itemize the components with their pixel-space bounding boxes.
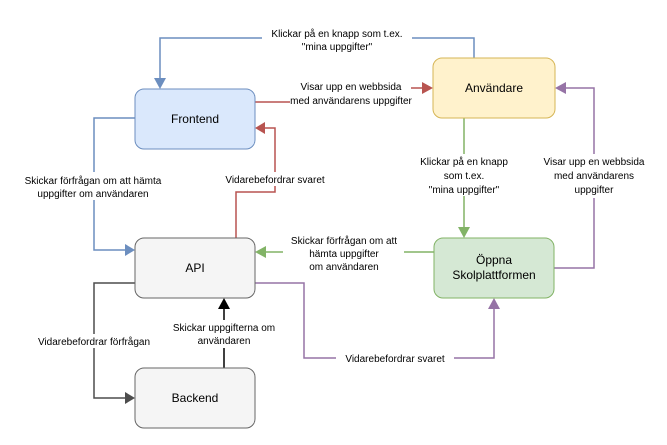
label-line: Skickar förfrågan om att hämta [25,175,162,187]
arrowhead [125,392,135,404]
node-frontend: Frontend [134,88,256,150]
node-box [134,237,256,299]
edge-label-user-to-frontend: Klickar på en knapp som t.ex. "mina uppg… [262,27,412,55]
label-line: "mina uppgifter" [429,185,500,196]
node-anvandare: Användare [432,57,556,119]
label-line: Skickar uppgifterna om [173,323,275,334]
edge-line [235,127,276,238]
edge-label-api-to-frontend: Vidarebefordrar svaret [214,172,336,186]
arrowhead [555,82,566,94]
node-box [432,57,556,119]
edge-label-api-to-backend: Vidarebefordrar förfrågan [24,334,164,348]
node-skolplattformen: Öppna Skolplattformen [433,237,555,299]
label-line: Visar upp en webbsida [544,157,645,168]
label-line: Vidarebefordrar svaret [225,175,325,186]
arrowhead [218,298,230,309]
edge-label-skolplattformen-to-user: Visar upp en webbsida med användarens up… [532,154,656,198]
edge-label-frontend-to-api: Skickar förfrågan om att hämta uppgifter… [18,172,168,200]
label-line: uppgifter [575,185,615,196]
label-line: Visar upp en webbsida [301,82,402,93]
edge-label-api-to-skolplattformen: Vidarebefordrar svaret [336,351,454,365]
label-background [164,320,284,348]
label-background [18,172,168,200]
node-label: Användare [465,81,523,95]
label-background [262,27,412,55]
node-label: Öppna [476,253,512,267]
edge-label-skolplattformen-to-api: Skickar förfrågan om att hämta uppgifter… [291,235,397,273]
edge-line [255,87,423,103]
label-background [214,172,336,186]
edge-skolplattformen-to-api [255,246,434,258]
label-line: som t.ex. [444,171,485,182]
label-line: hämta uppgifter [309,249,379,260]
node-label: Frontend [171,112,219,126]
edge-label-backend-to-api: Skickar uppgifterna om användaren [164,320,284,348]
label-line: med användarens [554,171,634,182]
label-line: Vidarebefordrar förfrågan [38,336,150,348]
label-line: användaren [198,336,251,347]
label-line: "mina uppgifter" [302,42,373,53]
node-backend: Backend [134,367,256,429]
arrowhead [125,244,135,256]
edge-line [255,282,495,359]
label-line: med användarens uppgifter [290,96,412,107]
edge-label-user-to-skolplattformen: Klickar på en knapp som t.ex. "mina uppg… [412,154,516,196]
arrowhead [488,298,500,309]
edge-api-to-frontend [235,122,276,238]
label-background [532,154,656,198]
edge-api-to-skolplattformen [255,282,500,359]
label-background [412,154,516,196]
label-background [336,351,454,365]
node-box [134,88,256,150]
label-background [24,334,164,348]
node-box [134,367,256,429]
node-box [433,237,555,299]
node-label: API [185,261,204,275]
label-line: uppgifter om användaren [37,189,148,200]
label-line: Skickar förfrågan om att [291,235,397,247]
label-line: Klickar på en knapp [420,156,508,168]
arrowhead [422,82,433,94]
label-line: Klickar på en knapp som t.ex. [271,28,402,40]
arrowhead [255,246,266,258]
arrowhead [154,78,166,89]
edge-frontend-to-user [255,82,433,103]
node-label: Backend [172,391,219,405]
label-line: om användaren [309,262,379,273]
arrowhead [458,227,470,238]
label-line: Vidarebefordrar svaret [345,354,445,365]
arrowhead [255,122,265,134]
node-label: Skolplattformen [452,268,535,282]
edge-label-frontend-to-user: Visar upp en webbsida med användarens up… [290,82,412,107]
node-api: API [134,237,256,299]
